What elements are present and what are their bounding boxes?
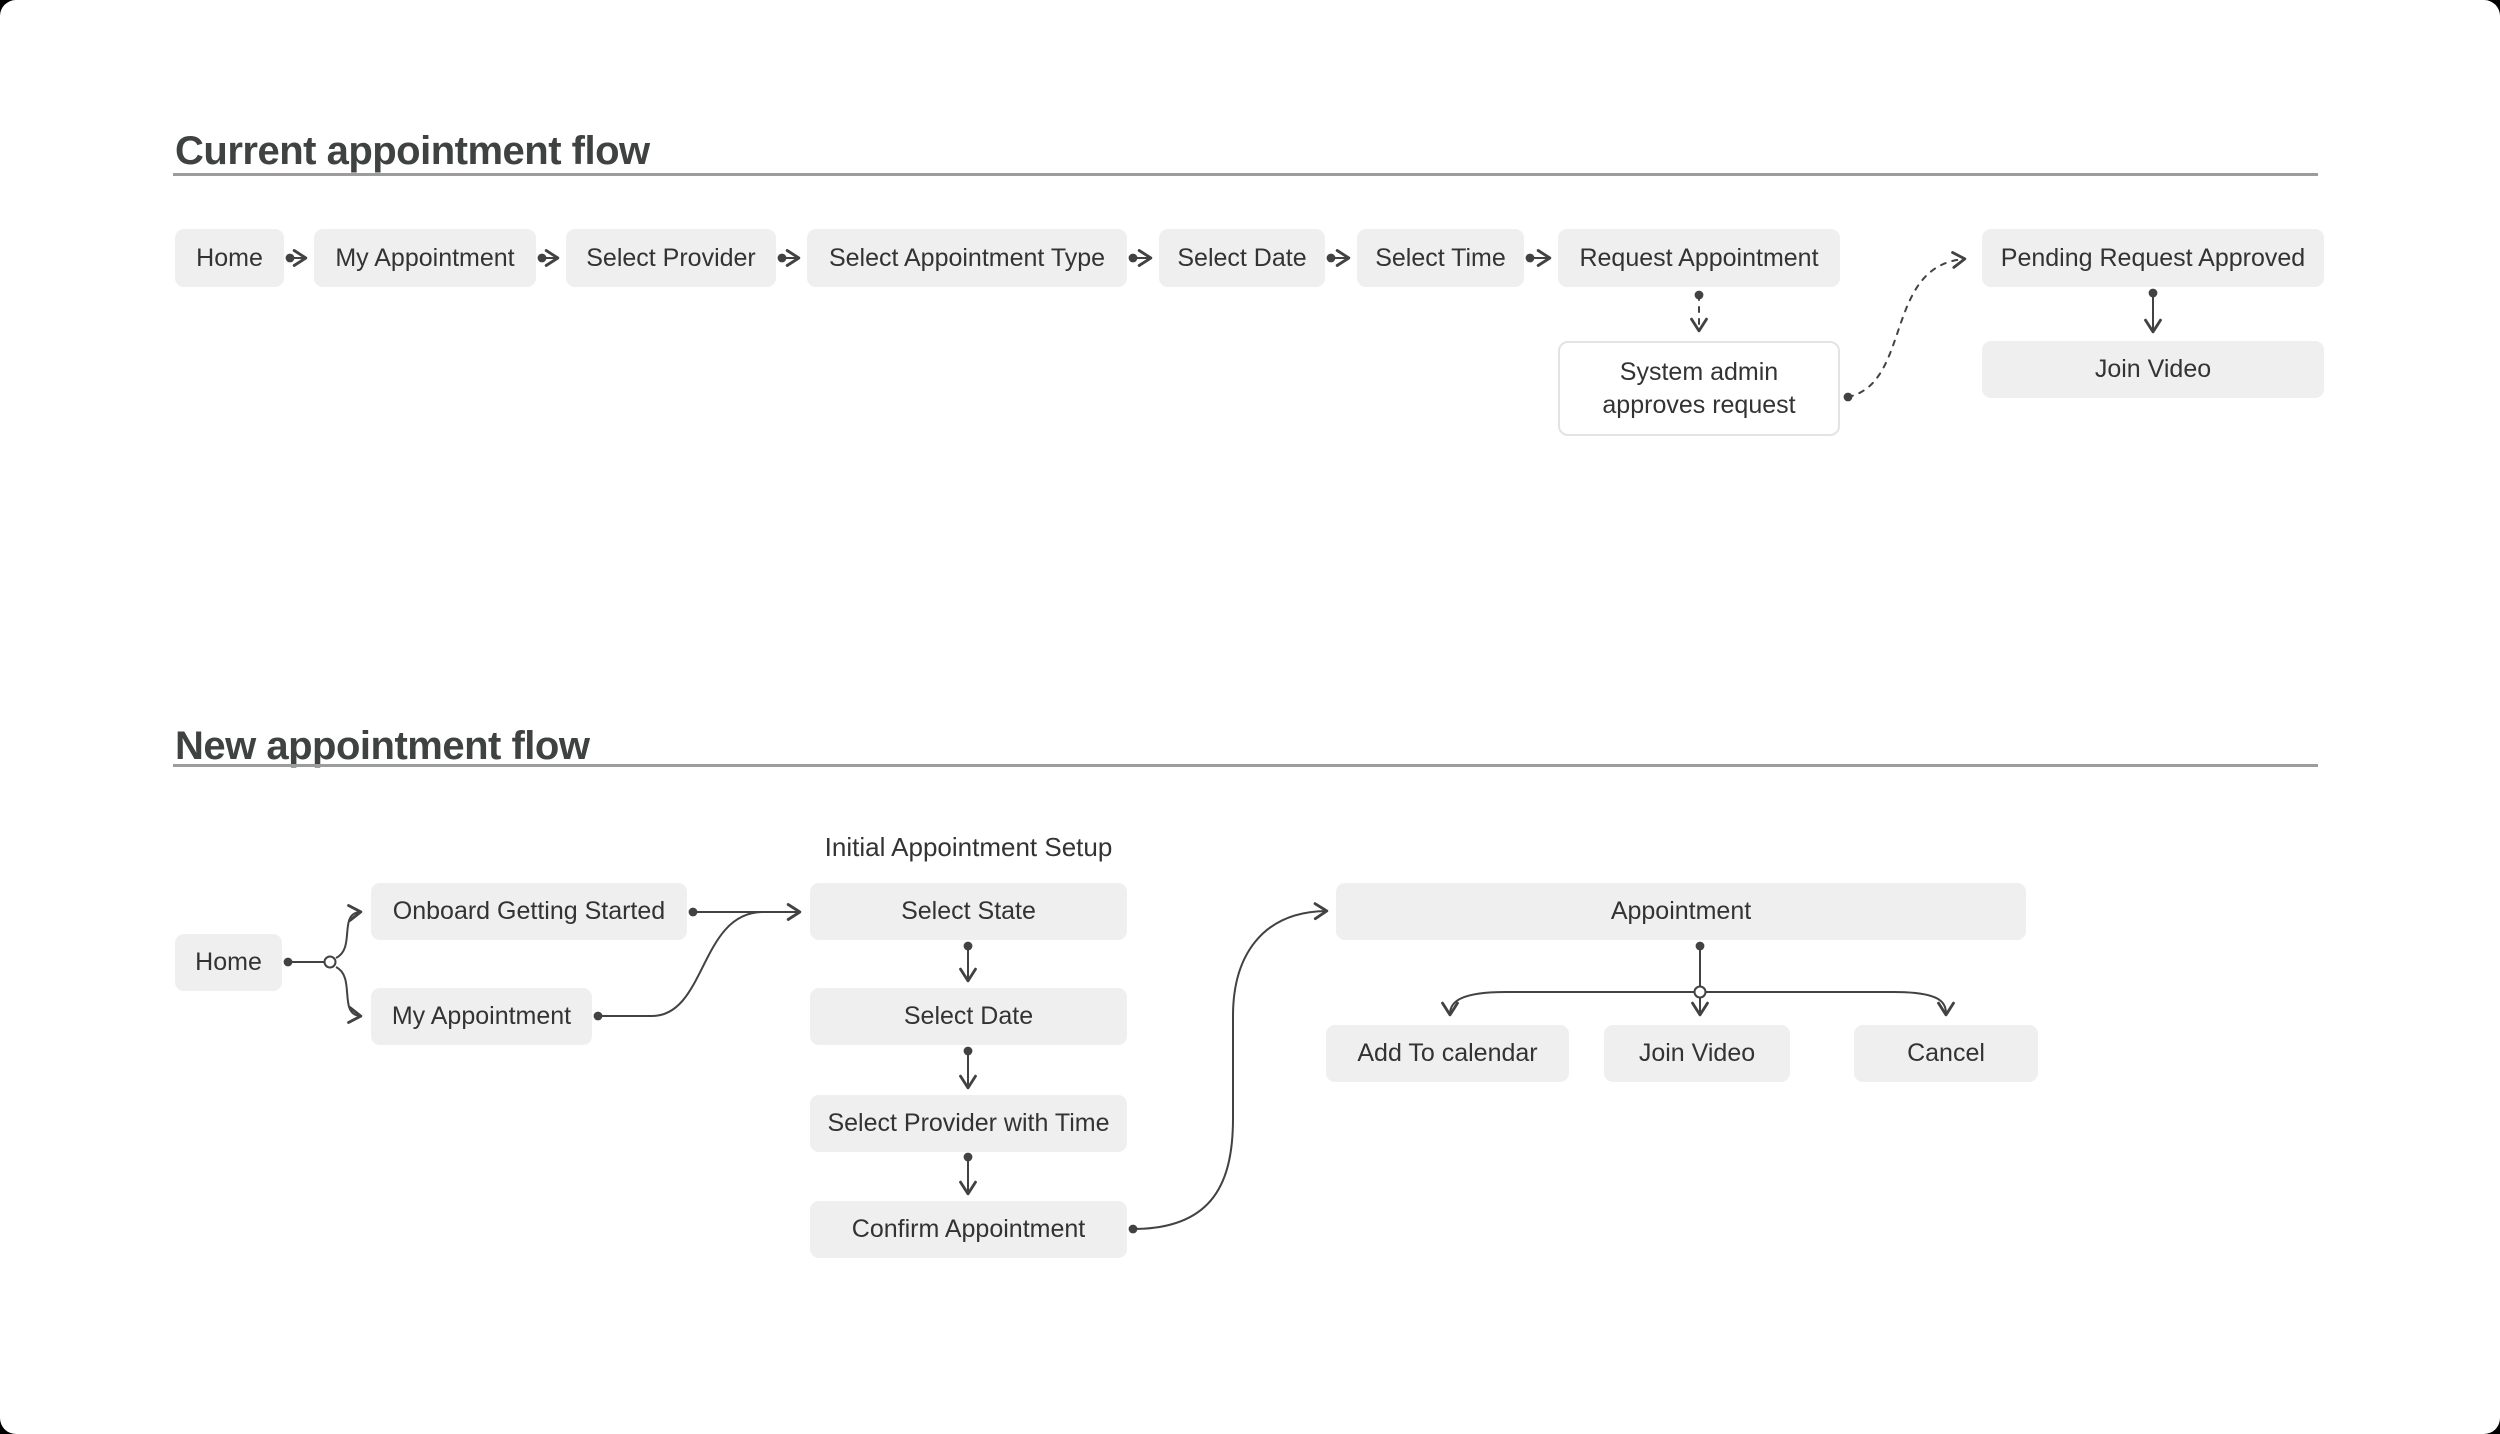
flow-node-select-provider[interactable]: Select Provider xyxy=(566,229,776,287)
section-divider-current xyxy=(173,173,2318,176)
flow-node-select-provider-with-time[interactable]: Select Provider with Time xyxy=(810,1095,1127,1152)
flow-node-my-appointment-new[interactable]: My Appointment xyxy=(371,988,592,1045)
section-divider-new xyxy=(173,764,2318,767)
flow-node-select-appointment-type[interactable]: Select Appointment Type xyxy=(807,229,1127,287)
group-label-initial-appointment-setup: Initial Appointment Setup xyxy=(824,832,1113,862)
flow-node-home[interactable]: Home xyxy=(175,229,284,287)
flow-node-cancel[interactable]: Cancel xyxy=(1854,1025,2038,1082)
flow-node-select-date[interactable]: Select Date xyxy=(1159,229,1325,287)
flow-node-my-appointment[interactable]: My Appointment xyxy=(314,229,536,287)
flow-node-system-admin-approves-request[interactable]: System admin approves request xyxy=(1558,341,1840,436)
flow-node-join-video-new[interactable]: Join Video xyxy=(1604,1025,1790,1082)
flow-node-onboard-getting-started[interactable]: Onboard Getting Started xyxy=(371,883,687,940)
flow-node-confirm-appointment[interactable]: Confirm Appointment xyxy=(810,1201,1127,1258)
flow-node-home-new[interactable]: Home xyxy=(175,934,282,991)
section-title-current-flow: Current appointment flow xyxy=(175,128,650,173)
flow-node-select-state[interactable]: Select State xyxy=(810,883,1127,940)
flow-node-request-appointment[interactable]: Request Appointment xyxy=(1558,229,1840,287)
section-title-new-flow: New appointment flow xyxy=(175,723,590,768)
flow-node-appointment[interactable]: Appointment xyxy=(1336,883,2026,940)
flow-node-select-date-new[interactable]: Select Date xyxy=(810,988,1127,1045)
flow-node-select-time[interactable]: Select Time xyxy=(1357,229,1524,287)
flow-node-pending-request-approved[interactable]: Pending Request Approved xyxy=(1982,229,2324,287)
flow-node-join-video-current[interactable]: Join Video xyxy=(1982,341,2324,398)
flow-node-add-to-calendar[interactable]: Add To calendar xyxy=(1326,1025,1569,1082)
